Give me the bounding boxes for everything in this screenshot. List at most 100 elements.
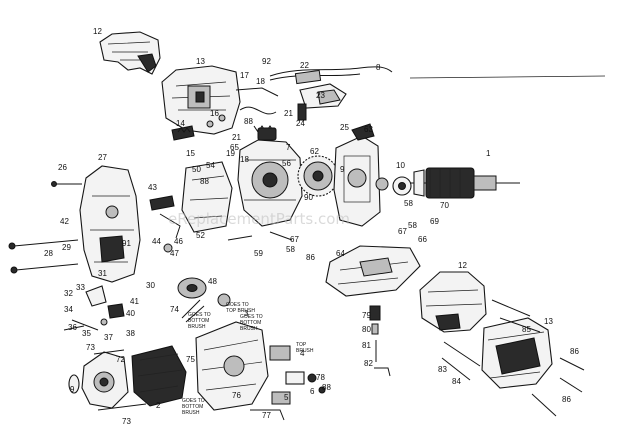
label-80: 80 <box>362 325 371 334</box>
label-75: 75 <box>186 355 195 364</box>
label-21b: 21 <box>232 133 241 142</box>
label-27: 27 <box>98 153 107 162</box>
label-56: 56 <box>282 159 291 168</box>
label-3: 3 <box>244 309 249 318</box>
label-24: 24 <box>296 119 305 128</box>
housing-cover-top <box>99 31 161 75</box>
label-88c: 88 <box>322 383 331 392</box>
label-65: 65 <box>230 143 239 152</box>
label-67b: 67 <box>290 235 299 244</box>
part-labels: 12 13 92 22 8 17 18 23 14 16 21 24 88 15… <box>44 27 579 426</box>
note-dest-b2: BRUSH <box>296 348 314 354</box>
lower-left-small-parts <box>63 285 125 331</box>
blade-clamp <box>177 277 207 299</box>
label-86c: 86 <box>562 395 571 404</box>
label-32: 32 <box>64 289 73 298</box>
strain-relief-and-plug <box>297 83 347 121</box>
label-8: 8 <box>376 63 381 72</box>
drive-gear <box>297 155 339 197</box>
label-25: 25 <box>340 123 349 132</box>
label-85: 85 <box>522 325 531 334</box>
label-12b: 12 <box>458 261 467 270</box>
note-top-brush-1: GOES TO <box>226 302 249 308</box>
label-28: 28 <box>44 249 53 258</box>
label-37: 37 <box>104 333 113 342</box>
fan-and-bearing <box>375 176 412 196</box>
label-74: 74 <box>170 305 179 314</box>
note-bottom-brush-1: GOES TO <box>240 314 263 320</box>
label-48: 48 <box>208 277 217 286</box>
label-18b: 18 <box>240 155 249 164</box>
label-4: 4 <box>300 349 305 358</box>
label-83: 83 <box>438 365 447 374</box>
label-86a: 86 <box>306 253 315 262</box>
gear-housing <box>237 125 303 227</box>
label-91: 91 <box>122 239 131 248</box>
label-58b: 58 <box>408 221 417 230</box>
label-47: 47 <box>170 249 179 258</box>
note-dest-b1: TOP <box>296 342 307 348</box>
label-23: 23 <box>316 91 325 100</box>
label-34: 34 <box>64 305 73 314</box>
note-dest-a2: BOTTOM <box>188 318 209 324</box>
label-9b: 9 <box>70 385 75 394</box>
label-81: 81 <box>362 341 371 350</box>
label-14: 14 <box>176 119 185 128</box>
label-78: 78 <box>316 373 325 382</box>
label-1: 1 <box>486 149 491 158</box>
label-59: 59 <box>254 249 263 258</box>
label-7: 7 <box>286 143 291 152</box>
hex-wrench <box>250 409 285 421</box>
label-77: 77 <box>262 411 271 420</box>
label-22: 22 <box>300 61 309 70</box>
note-bottom-brush-2: BOTTOM <box>240 320 261 326</box>
label-6: 6 <box>310 387 315 396</box>
label-76: 76 <box>232 391 241 400</box>
label-66: 66 <box>418 235 427 244</box>
label-62: 62 <box>310 147 319 156</box>
label-73a: 73 <box>86 343 95 352</box>
label-43: 43 <box>148 183 157 192</box>
label-42: 42 <box>60 217 69 226</box>
label-90: 90 <box>304 193 313 202</box>
field-assembly <box>131 345 187 407</box>
label-73b: 73 <box>122 417 131 426</box>
label-64: 64 <box>336 249 345 258</box>
screws-bottom-left <box>93 349 147 411</box>
label-12: 12 <box>93 27 102 36</box>
housing-screws-left <box>8 181 82 274</box>
note-dest-c3: BRUSH <box>182 410 200 416</box>
label-88a: 88 <box>244 117 253 126</box>
label-67a: 67 <box>398 227 407 236</box>
brush-holders <box>269 345 326 405</box>
power-cord <box>269 66 393 85</box>
label-82: 82 <box>364 359 373 368</box>
linkage-parts <box>149 161 293 253</box>
label-16: 16 <box>210 109 219 118</box>
label-72: 72 <box>116 355 125 364</box>
fan-small <box>181 293 231 323</box>
label-58a: 58 <box>404 199 413 208</box>
note-top-brush-2: TOP BRUSH <box>226 308 255 314</box>
label-13b: 13 <box>544 317 553 326</box>
label-44: 44 <box>152 237 161 246</box>
label-29: 29 <box>62 243 71 252</box>
handle-housing <box>481 317 553 389</box>
housing-cover-right <box>419 271 487 333</box>
label-86b: 86 <box>570 347 579 356</box>
blade-support-parts <box>369 305 391 377</box>
label-52: 52 <box>196 231 205 240</box>
label-15: 15 <box>186 149 195 158</box>
label-79: 79 <box>362 311 371 320</box>
label-70: 70 <box>440 201 449 210</box>
note-dest-a1: GOES TO <box>188 312 211 318</box>
label-38: 38 <box>126 329 135 338</box>
label-9: 9 <box>340 165 345 174</box>
label-41: 41 <box>130 297 139 306</box>
label-50: 50 <box>192 165 201 174</box>
label-33: 33 <box>76 283 85 292</box>
label-46: 46 <box>174 237 183 246</box>
gear-case-cover <box>68 351 129 409</box>
header-rule <box>409 75 606 79</box>
